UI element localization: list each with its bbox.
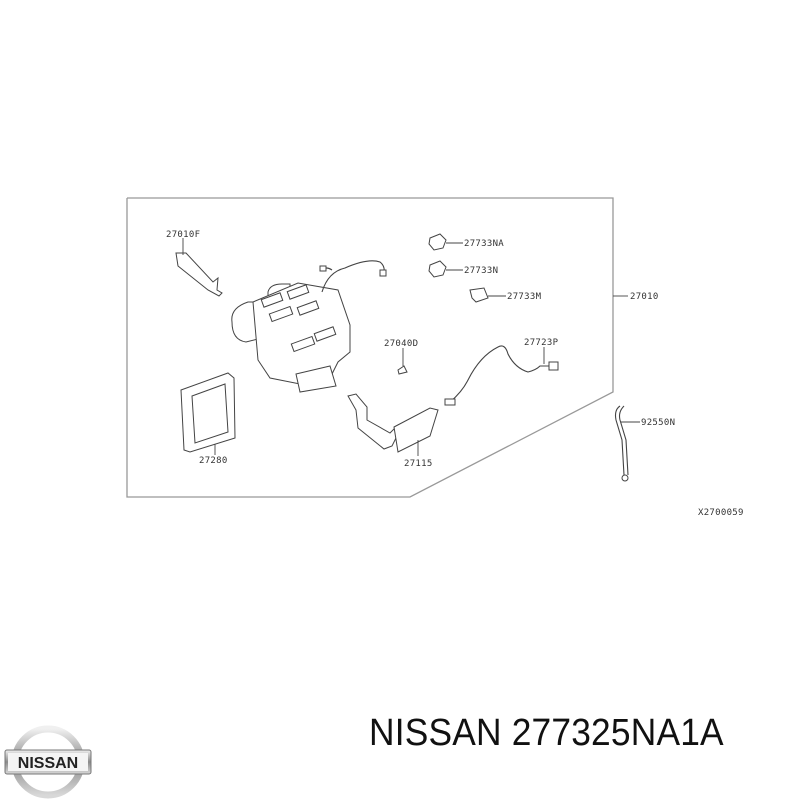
label-27115: 27115 xyxy=(404,459,433,469)
heater-unit-27010 xyxy=(231,260,387,393)
nissan-logo: NISSAN xyxy=(4,725,92,799)
hose-92550N: 92550N xyxy=(614,405,675,482)
evaporator-27280: 27280 xyxy=(180,372,236,466)
switch-27733M: 27733M xyxy=(469,287,542,303)
switch-27733N: 27733N xyxy=(428,260,498,278)
harness-27723P: 27723P xyxy=(444,338,559,406)
heater-core-27115: 27115 xyxy=(347,393,439,469)
label-27010F: 27010F xyxy=(166,230,200,240)
label-92550N: 92550N xyxy=(641,418,675,428)
label-27723P: 27723P xyxy=(524,338,559,348)
label-27010: 27010 xyxy=(630,292,659,302)
bracket-27010F: 27010F xyxy=(166,230,223,297)
logo-text: NISSAN xyxy=(18,755,78,772)
label-27733N: 27733N xyxy=(464,266,498,276)
reference-code: X2700059 xyxy=(698,508,744,518)
clip-27040D: 27040D xyxy=(384,339,418,375)
label-27280: 27280 xyxy=(199,456,228,466)
switch-27733NA: 27733NA xyxy=(428,233,504,251)
assembly-frame xyxy=(126,197,614,498)
part-number-title: NISSAN 277325NA1A xyxy=(369,712,724,754)
label-27733NA: 27733NA xyxy=(464,239,504,249)
label-27733M: 27733M xyxy=(507,292,542,302)
label-27040D: 27040D xyxy=(384,339,418,349)
